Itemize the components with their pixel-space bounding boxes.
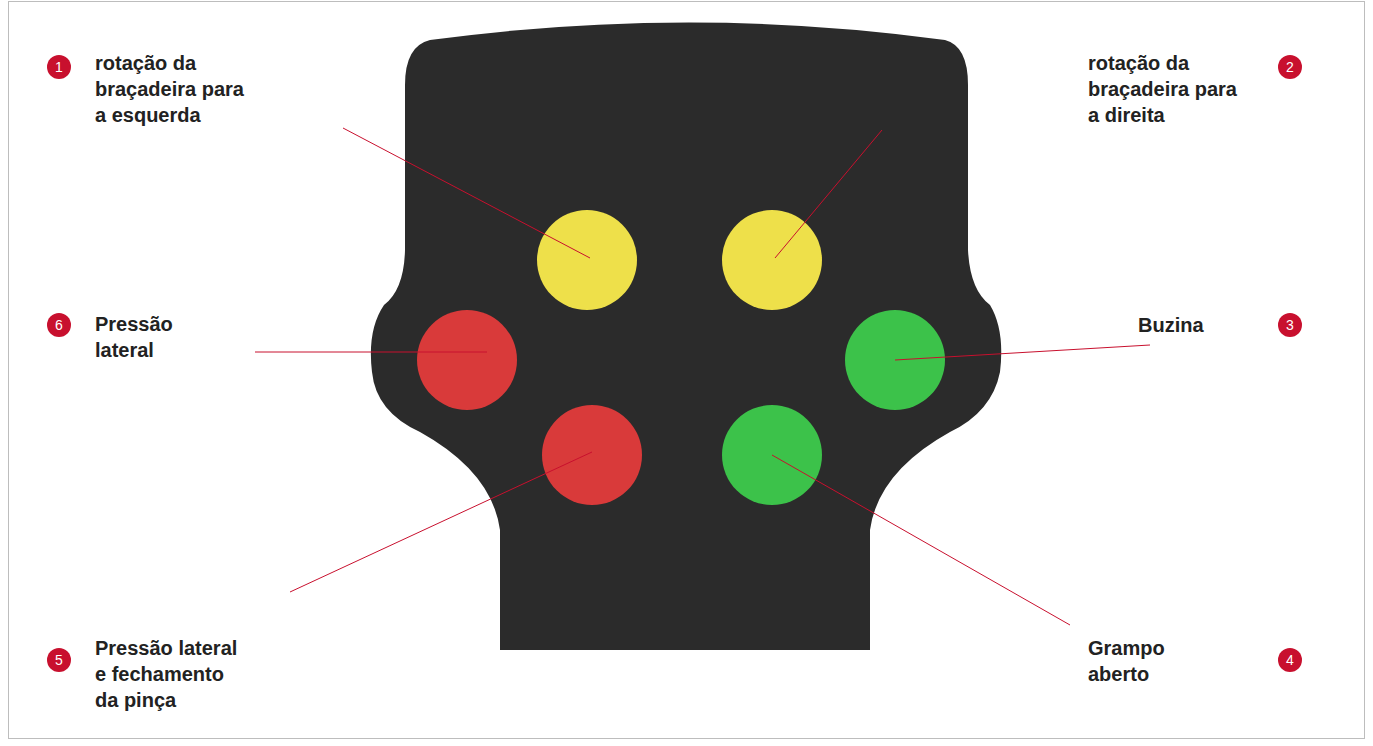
leader-line: [343, 128, 590, 258]
part-label: Pressão lateral: [95, 311, 205, 363]
part-label: rotação da braçadeira para a esquerda: [95, 50, 255, 128]
part-label: Pressão lateral e fechamento da pinça: [95, 635, 245, 713]
red-button: [417, 310, 517, 410]
callout-number: 5: [47, 648, 71, 672]
callout-text: 2: [1286, 60, 1294, 74]
part-label: rotação da braçadeira para a direita: [1088, 50, 1248, 128]
callout-text: 3: [1286, 318, 1294, 332]
callout-text: 6: [55, 318, 63, 332]
frame: [9, 2, 1365, 739]
leader-line: [895, 345, 1150, 360]
callout-text: 5: [55, 653, 63, 667]
joystick-handle: [371, 23, 1001, 651]
leader-line: [775, 130, 882, 258]
callout-number: 4: [1278, 648, 1302, 672]
yellow-button: [537, 210, 637, 310]
callout-number: 6: [47, 313, 71, 337]
part-label: Grampo aberto: [1088, 635, 1188, 687]
callout-text: 4: [1286, 653, 1294, 667]
yellow-button: [722, 210, 822, 310]
leader-line: [290, 452, 592, 592]
leader-line: [255, 352, 487, 353]
callout-number: 3: [1278, 313, 1302, 337]
callout-number: 2: [1278, 55, 1302, 79]
leader-line: [772, 455, 1070, 625]
red-button: [542, 405, 642, 505]
callout-number: 1: [47, 55, 71, 79]
part-label: Buzina: [1138, 312, 1204, 338]
callout-text: 1: [55, 60, 63, 74]
